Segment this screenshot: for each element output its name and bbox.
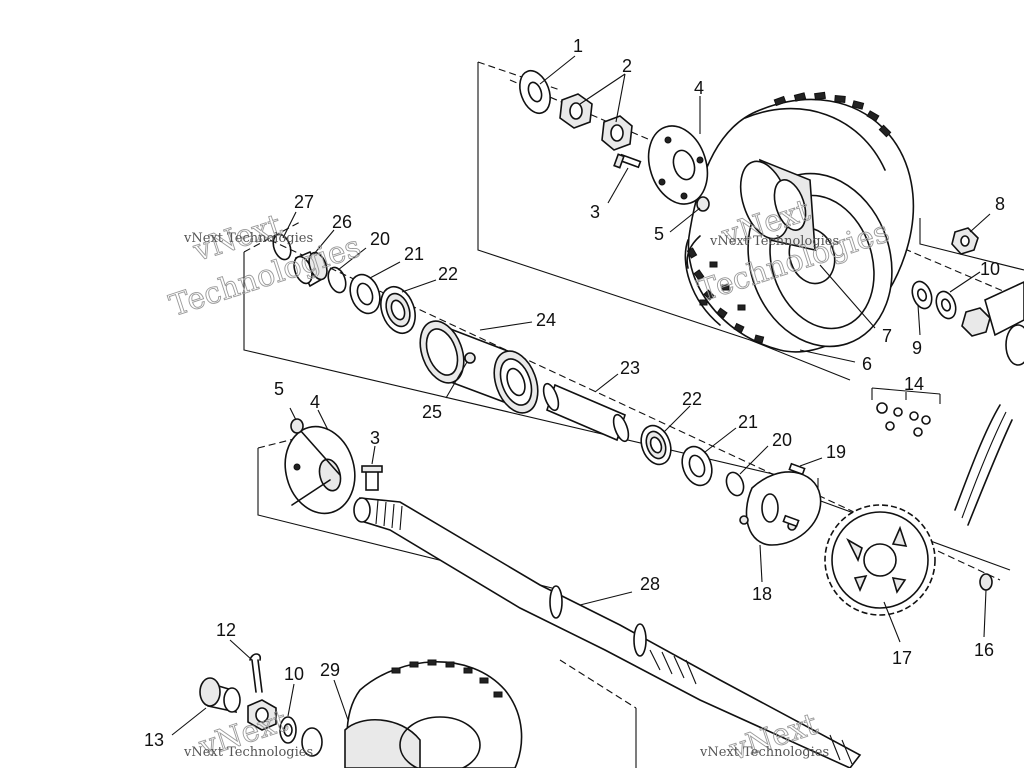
part-washer-9	[911, 280, 933, 310]
callout-21-lower: 21	[738, 412, 758, 432]
callout-18: 18	[752, 584, 772, 604]
part-ring-20-upper	[327, 266, 347, 294]
part-nuts-2	[559, 93, 633, 151]
part-bearing-22-upper	[380, 285, 416, 335]
callout-10-lower: 10	[284, 664, 304, 684]
callout-6: 6	[862, 354, 872, 374]
part-nut-lower	[247, 699, 277, 731]
part-sprocket-17	[824, 504, 936, 616]
callout-27: 27	[294, 192, 314, 212]
leader-lines	[171, 55, 991, 736]
callout-14: 14	[904, 374, 924, 394]
callout-13: 13	[144, 730, 164, 750]
part-bolt-3-upper	[613, 153, 642, 169]
callout-23: 23	[620, 358, 640, 378]
part-seal-21-upper	[349, 273, 381, 315]
callout-22-upper: 22	[438, 264, 458, 284]
upper-wheel-tire	[684, 91, 915, 353]
callout-10-upper: 10	[980, 259, 1000, 279]
callout-4-lower: 4	[310, 392, 320, 412]
part-seal-21-lower	[681, 445, 713, 487]
callout-24: 24	[536, 310, 556, 330]
lower-wheel-29	[344, 659, 523, 768]
part-studs-19	[782, 462, 806, 528]
callout-28: 28	[640, 574, 660, 594]
callout-25: 25	[422, 402, 442, 422]
callout-22-lower: 22	[682, 389, 702, 409]
part-cap-13	[199, 677, 241, 714]
callout-3-lower: 3	[370, 428, 380, 448]
part-axle-28	[353, 497, 862, 768]
watermark-left: vNext Technologies	[165, 207, 366, 324]
callout-5-upper: 5	[654, 224, 664, 244]
callout-20-lower: 20	[772, 430, 792, 450]
part-hub-4-upper	[647, 125, 709, 205]
part-ring-20-lower	[725, 471, 745, 497]
callout-26: 26	[332, 212, 352, 232]
callout-2: 2	[622, 56, 632, 76]
part-fitting-25	[464, 352, 476, 364]
callout-21-upper: 21	[404, 244, 424, 264]
callout-29: 29	[320, 660, 340, 680]
part-clip-27	[272, 233, 292, 261]
part-washer-10-lower	[279, 716, 323, 757]
part-nut-16	[979, 573, 993, 591]
part-washer-10-upper	[935, 290, 957, 320]
part-nut-5-upper	[696, 196, 710, 212]
part-bolt-3-lower	[361, 465, 383, 491]
part-spacer-23	[542, 382, 630, 443]
part-washer-1	[519, 69, 551, 115]
callout-19: 19	[826, 442, 846, 462]
callout-12: 12	[216, 620, 236, 640]
part-nut-5-lower	[290, 418, 304, 434]
part-seal-26	[293, 250, 328, 288]
callout-1: 1	[573, 36, 583, 56]
callout-8: 8	[995, 194, 1005, 214]
part-bearing-22-lower	[640, 424, 672, 466]
watermark-small-bottom-right: vNext Technologies	[699, 745, 829, 760]
part-bolts-14	[871, 387, 941, 437]
watermark-small-bottom-left: vNext Technologies	[183, 745, 313, 760]
callout-9: 9	[912, 338, 922, 358]
watermark-small-left: vNext Technologies	[183, 231, 313, 246]
part-nut-8	[951, 227, 979, 255]
callout-4-upper: 4	[694, 78, 704, 98]
watermark-small-right: vNext Technologies	[709, 234, 839, 249]
part-sprocket-hub-18	[739, 471, 822, 546]
callout-7: 7	[882, 326, 892, 346]
callout-numbers: 1 2 3 4 5 6 7 8 9 10 27 26 20 21 22 24 2…	[144, 36, 1005, 750]
part-carrier-24	[419, 320, 539, 414]
callout-5-lower: 5	[274, 379, 284, 399]
callout-16: 16	[974, 640, 994, 660]
callout-20-upper: 20	[370, 229, 390, 249]
part-chain-right	[954, 404, 1013, 526]
callout-17: 17	[892, 648, 912, 668]
part-axle-end-right	[961, 281, 1024, 366]
callout-3-upper: 3	[590, 202, 600, 222]
part-hub-4-lower	[284, 425, 356, 515]
